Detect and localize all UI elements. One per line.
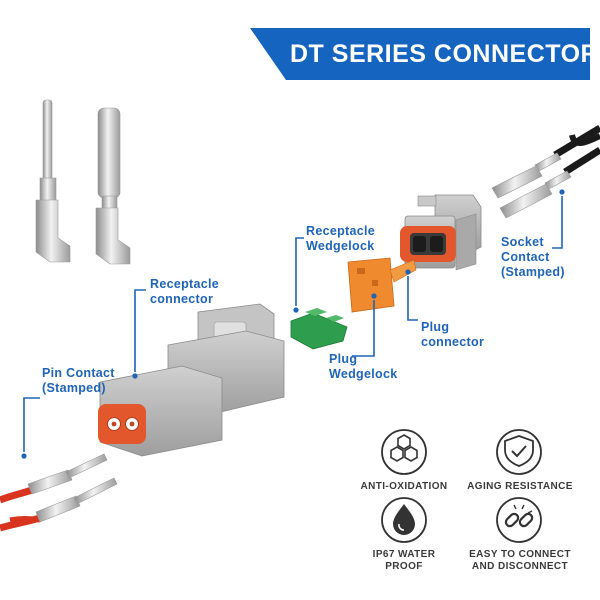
feature-aging-resistance: AGING RESISTANCE (467, 481, 573, 492)
feature-anti-oxidation: ANTI-OXIDATION (360, 481, 448, 492)
label-receptacle-connector: Receptacle connector (150, 277, 220, 306)
water-drop-icon (381, 497, 427, 543)
feature-easy-connect: EASY TO CONNECT AND DISCONNECT (469, 549, 571, 572)
label-receptacle-wedgelock: Receptacle Wedgelock (306, 224, 376, 253)
shield-check-icon (496, 429, 542, 475)
plug-connector (400, 194, 482, 271)
socket-contacts-black-wires (491, 124, 600, 219)
green-wedgelock (290, 308, 348, 350)
loose-socket-contact (95, 107, 131, 265)
label-plug-wedgelock: Plug Wedgelock (329, 352, 398, 381)
label-socket-contact: Socket Contact (Stamped) (501, 235, 565, 279)
banner-title: DT SERIES CONNECTOR (290, 40, 600, 68)
loose-pin-contact (35, 99, 71, 263)
label-plug-connector: Plug connector (421, 320, 485, 349)
hexagon-cells-icon (381, 429, 427, 475)
title-banner (250, 28, 590, 80)
label-pin-contact: Pin Contact (Stamped) (42, 366, 115, 395)
receptacle-connector (98, 303, 285, 457)
leader-dots (21, 189, 565, 459)
chain-link-icon (496, 497, 542, 543)
feature-ip67-waterproof: IP67 WATER PROOF (372, 549, 436, 572)
leader-lines (23, 196, 563, 452)
pin-contacts-red-wires (0, 453, 118, 532)
orange-wedgelock (347, 257, 417, 313)
